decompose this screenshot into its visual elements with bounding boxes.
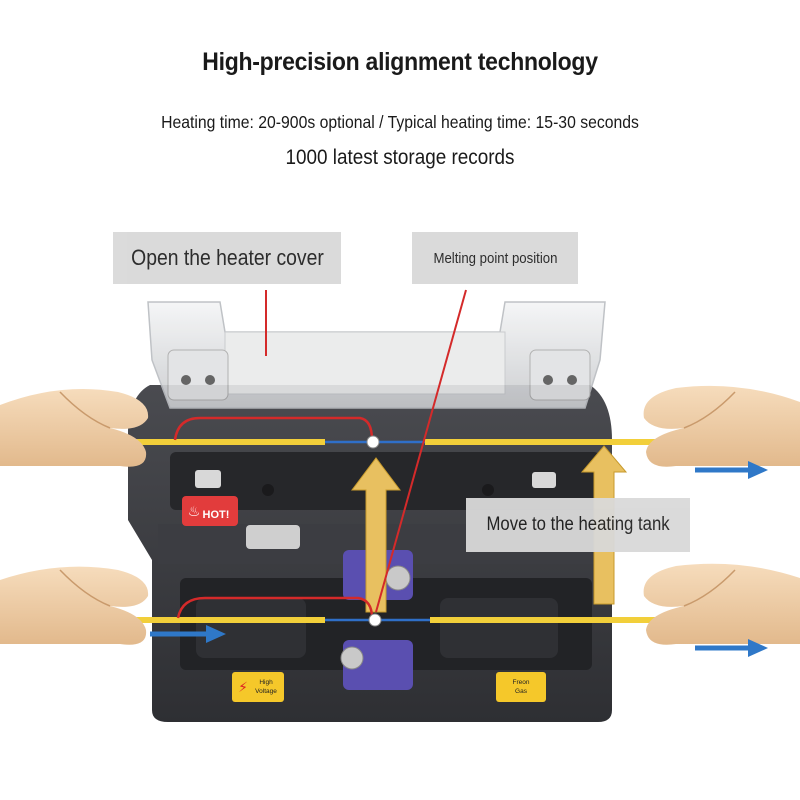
freon-label-2: Gas xyxy=(515,688,528,695)
hot-badge-text: HOT! xyxy=(203,509,230,521)
latch-left xyxy=(195,470,221,488)
callout-melting-point: Melting point position xyxy=(412,232,578,284)
hand-lower-left xyxy=(0,566,149,645)
melting-point-pointer xyxy=(375,289,467,613)
arrow-right-lower-right-icon xyxy=(695,639,768,657)
heating-time-text: Heating time: 20-900s optional / Typical… xyxy=(161,112,639,132)
svg-text:⚡: ⚡ xyxy=(238,680,248,696)
callout-melting-point-text: Melting point position xyxy=(432,249,557,267)
arrow-right-upper-icon xyxy=(695,461,768,479)
svg-text:♨: ♨ xyxy=(188,504,201,520)
hand-upper-left xyxy=(0,388,149,467)
port-slot xyxy=(246,525,300,549)
callout-open-heater-cover: Open the heater cover xyxy=(113,232,341,284)
freon-label-1: Freon xyxy=(513,679,530,686)
freon-gas-badge: Freon Gas xyxy=(496,672,546,702)
storage-records-text: 1000 latest storage records xyxy=(285,146,515,169)
hand-upper-right xyxy=(643,385,800,467)
high-voltage-badge: ⚡ High Voltage xyxy=(232,672,284,702)
high-voltage-label-2: Voltage xyxy=(255,688,277,695)
hot-badge: HOT! ♨ xyxy=(182,496,238,526)
hand-lower-right xyxy=(643,563,800,645)
latch-right xyxy=(532,472,556,488)
arrow-up-center-icon xyxy=(351,457,401,613)
high-voltage-label-1: High xyxy=(259,679,273,686)
heater-cover xyxy=(147,301,606,409)
callout-move-heating-tank-text: Move to the heating tank xyxy=(486,514,670,535)
left-clamp-housing xyxy=(196,598,306,658)
headline-title: High-precision alignment technology xyxy=(202,48,598,76)
callout-move-heating-tank: Move to the heating tank xyxy=(466,498,690,552)
callout-open-heater-cover-text: Open the heater cover xyxy=(130,245,324,270)
arrow-right-lower-left-icon xyxy=(150,625,226,643)
lower-fiber-holder xyxy=(340,640,413,690)
right-clamp-housing xyxy=(440,598,558,658)
